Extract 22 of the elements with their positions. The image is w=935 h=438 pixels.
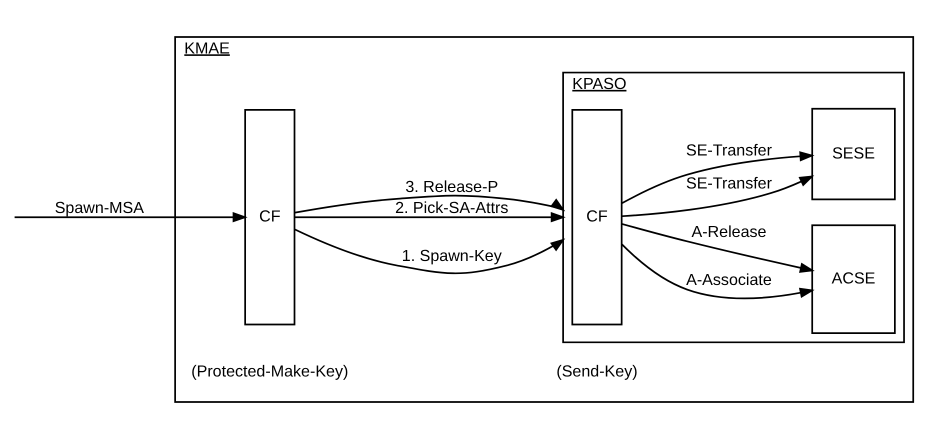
arrow [622, 174, 814, 217]
label: (Send-Key) [556, 362, 638, 380]
edge-label: 1. Spawn-Key [401, 246, 502, 265]
node-box: SESE [810, 107, 896, 200]
node-box: ACSE [810, 224, 896, 334]
arrow [294, 228, 565, 274]
node-box: CF [244, 108, 295, 325]
edge-label: A-Release [690, 222, 766, 240]
arrow [620, 243, 814, 299]
label: (Protected-Make-Key) [190, 362, 348, 380]
arrow [621, 222, 814, 272]
arrow [294, 211, 566, 222]
edge-label: SE-Transfer [685, 140, 772, 159]
edge-label: 3. Release-P [404, 178, 498, 196]
edge-label: SE-Transfer [685, 174, 772, 192]
edge-label: A-Associate [686, 270, 772, 289]
arrow [294, 194, 565, 213]
edge-label: 2. Pick-SA-Attrs [394, 198, 508, 216]
node-box: CF [570, 108, 622, 325]
edge-label: Spawn-MSA [54, 198, 144, 216]
arrow [14, 211, 248, 222]
arrow [620, 150, 814, 204]
